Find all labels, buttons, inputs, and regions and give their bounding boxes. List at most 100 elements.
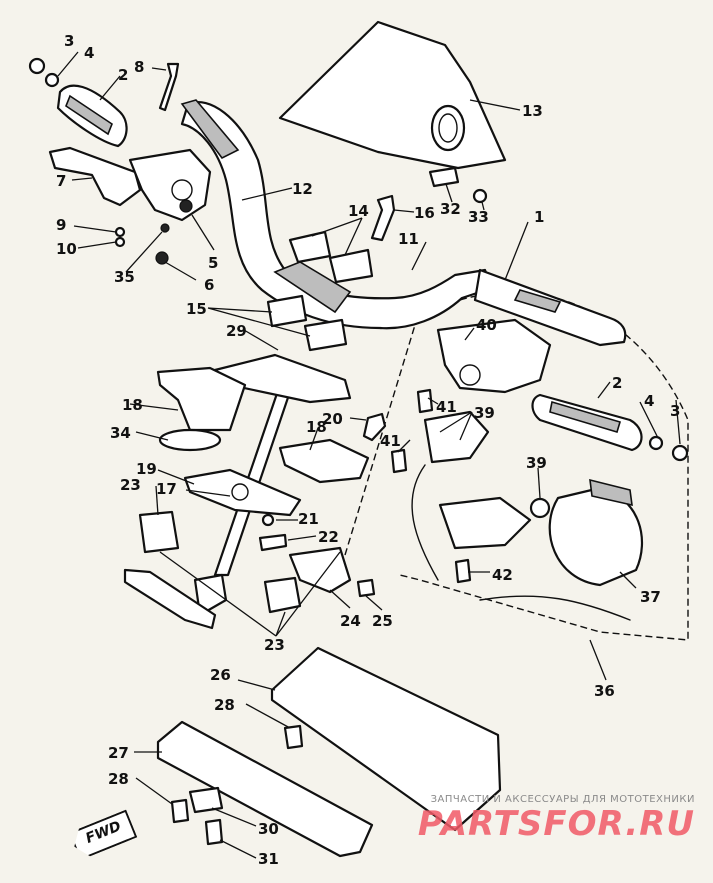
callout-12: 12 (292, 180, 313, 198)
part-39-switch-assembly (411, 410, 551, 581)
callout-labels: 3 4 2 8 7 9 10 35 5 6 12 13 14 16 11 1 3… (56, 32, 680, 868)
callout-32: 32 (440, 200, 461, 218)
callout-28-top: 28 (214, 696, 235, 714)
part-31-bolt (204, 818, 224, 846)
callout-30: 30 (258, 820, 279, 838)
callout-5: 5 (208, 254, 218, 272)
part-1-handlebar-right (473, 268, 627, 347)
callout-4: 4 (84, 44, 94, 62)
part-28-bolt-a (283, 724, 304, 750)
callout-23-bottom: 23 (264, 636, 285, 654)
callout-3: 3 (64, 32, 74, 50)
callout-21: 21 (298, 510, 319, 528)
callout-24: 24 (340, 612, 361, 630)
part-14-upper-clamps (288, 230, 374, 284)
callout-40: 40 (476, 316, 497, 334)
part-2-grip-right (531, 393, 643, 452)
callout-27: 27 (108, 744, 129, 762)
part-21-washer (261, 513, 275, 527)
part-4-washer-right (648, 435, 664, 451)
part-2-grip-left (56, 84, 128, 148)
part-15-lower-clamps (266, 294, 348, 352)
callout-26: 26 (210, 666, 231, 684)
part-30-clip (188, 786, 224, 814)
part-9-washer (114, 226, 126, 238)
callout-14: 14 (348, 202, 369, 220)
part-32-clip (428, 166, 460, 188)
callout-41-top: 41 (436, 398, 457, 416)
callout-11: 11 (398, 230, 419, 248)
part-16-bolt (370, 194, 396, 242)
callout-3-right: 3 (670, 402, 680, 420)
callout-1: 1 (534, 208, 544, 226)
callout-7: 7 (56, 172, 66, 190)
part-10-spring (114, 236, 126, 248)
callout-33: 33 (468, 208, 489, 226)
part-41-screw-b (390, 448, 408, 474)
callout-22: 22 (318, 528, 339, 546)
callout-35: 35 (114, 268, 135, 286)
part-12-handlebar (180, 99, 494, 330)
part-19-lower-plate (183, 468, 302, 517)
part-28-bolt-b (170, 798, 190, 824)
part-6-nut (155, 251, 169, 265)
callout-13: 13 (522, 102, 543, 120)
watermark: ЗАПЧАСТИ И АКСЕССУАРЫ ДЛЯ МОТОТЕХНИКИ PA… (395, 794, 695, 843)
part-18-bracket-right (278, 438, 370, 484)
part-24-bracket (288, 546, 352, 594)
callout-25: 25 (372, 612, 393, 630)
part-3-bar-end-left (28, 57, 46, 75)
watermark-brand: PARTSFOR.RU (417, 804, 695, 844)
leader-lines (57, 51, 681, 859)
callout-39-center: 39 (474, 404, 495, 422)
part-33-screw (472, 188, 488, 204)
callout-2-right: 2 (612, 374, 622, 392)
callout-20: 20 (322, 410, 343, 428)
part-4-washer-left (44, 72, 60, 88)
callout-28-bottom: 28 (108, 770, 129, 788)
part-25-bolt (356, 578, 376, 598)
part-23-stopper-a (138, 510, 180, 554)
callout-18-left: 18 (122, 396, 143, 414)
part-7-throttle-lever (48, 146, 142, 207)
part-3-bar-end-right (671, 444, 689, 462)
part-20-bolt (362, 412, 387, 442)
callout-4-right: 4 (644, 392, 654, 410)
part-37-switch-body (548, 478, 644, 587)
callout-23-top: 23 (120, 476, 141, 494)
callout-2: 2 (118, 66, 128, 84)
part-27-plate (156, 720, 374, 858)
part-13-cover (278, 20, 507, 170)
callout-17: 17 (156, 480, 177, 498)
part-42-screw (454, 558, 472, 584)
callout-31: 31 (258, 850, 279, 868)
part-18-bracket-left (156, 366, 247, 432)
part-23-stopper-b (263, 576, 302, 614)
callout-15: 15 (186, 300, 207, 318)
part-35-pin (160, 223, 170, 233)
callout-41-bottom: 41 (380, 432, 401, 450)
callout-10: 10 (56, 240, 77, 258)
watermark-tagline: ЗАПЧАСТИ И АКСЕССУАРЫ ДЛЯ МОТОТЕХНИКИ (430, 794, 695, 805)
callout-42: 42 (492, 566, 513, 584)
part-5-throttle-housing (128, 148, 212, 222)
part-34-collar (158, 428, 222, 452)
callout-16: 16 (414, 204, 435, 222)
callout-34: 34 (110, 424, 131, 442)
callout-19: 19 (136, 460, 157, 478)
callout-39-right: 39 (526, 454, 547, 472)
callout-9: 9 (56, 216, 66, 234)
callout-18-right: 18 (306, 418, 327, 436)
callout-29: 29 (226, 322, 247, 340)
part-36-wire-harness (479, 595, 631, 621)
part-8-screw (158, 62, 180, 112)
part-41-screw-a (416, 388, 434, 414)
part-22-spring-clip (258, 533, 288, 552)
callout-6: 6 (204, 276, 214, 294)
part-26-plate (270, 646, 502, 832)
callout-37: 37 (640, 588, 661, 606)
callout-36: 36 (594, 682, 615, 700)
callout-8: 8 (134, 58, 144, 76)
